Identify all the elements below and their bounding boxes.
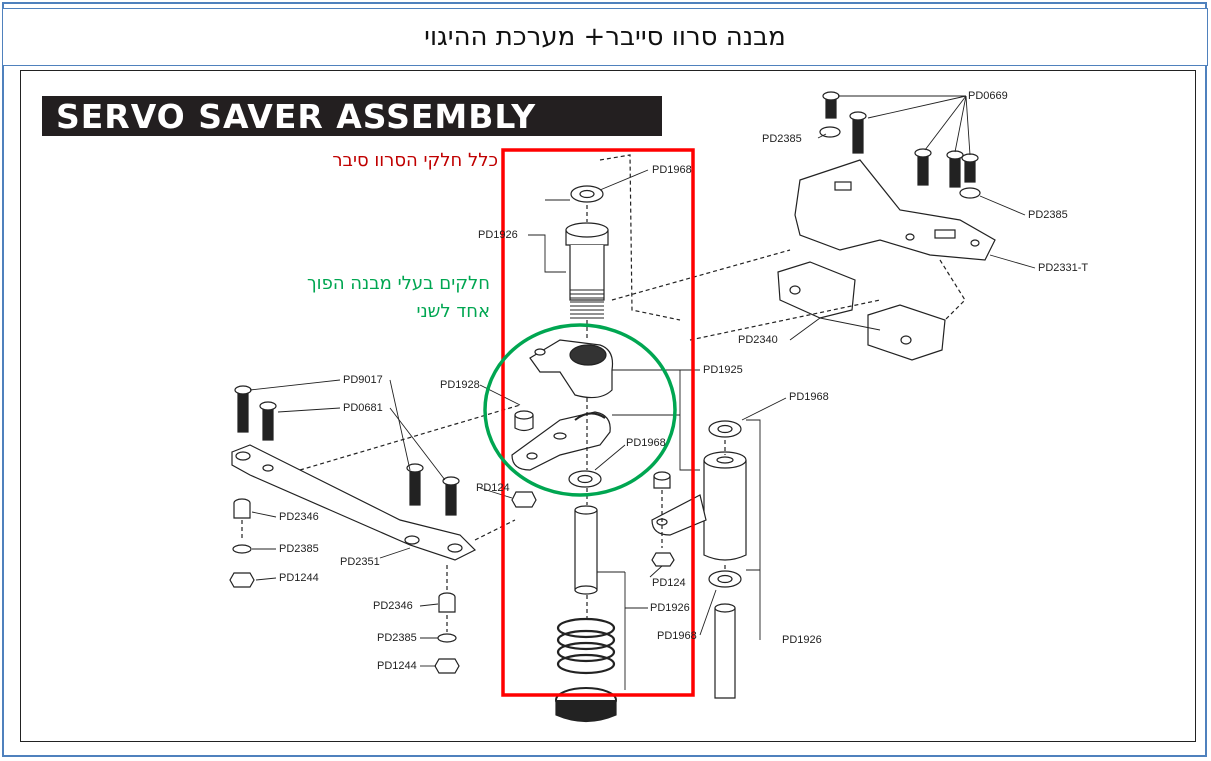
part-label: PD124 [652,577,686,589]
annotation-green-line1: חלקים בעלי מבנה הפוך [307,273,490,294]
part-label: PD1968 [652,164,692,176]
washer-left-b [437,633,457,643]
mount-block-left [777,261,856,319]
part-label: PD0681 [343,402,383,414]
diagram-frame [20,70,1196,742]
part-label: PD2385 [377,632,417,644]
bearing-right-top [708,420,742,438]
washer-left-a [232,544,252,554]
part-label: PD2351 [340,556,380,568]
part-label: PD1925 [703,364,743,376]
mount-block-right [867,304,946,361]
nut-left-b [434,658,460,674]
part-label: PD1926 [478,229,518,241]
part-label: PD2340 [738,334,778,346]
spring [556,617,616,675]
part-label: PD1968 [626,437,666,449]
screw-set [822,91,979,188]
nut-right [651,552,675,567]
sleeve-right [703,460,747,561]
part-label: PD0669 [968,90,1008,102]
part-label: PD2385 [1028,209,1068,221]
part-label: PD1244 [377,660,417,672]
assembly-banner: SERVO SAVER ASSEMBLY [42,96,662,136]
bearing-right-bottom [708,570,742,588]
part-label: PD9017 [343,374,383,386]
annotation-red: כלל חלקי הסרוו סיבר [332,150,498,171]
pin-right [714,608,736,699]
part-label: PD1926 [650,602,690,614]
part-label: PD1928 [440,379,480,391]
part-label: PD1926 [782,634,822,646]
part-label: PD2385 [279,543,319,555]
part-label: PD2331-T [1038,262,1089,274]
highlight-red-box [501,148,695,697]
part-label: PD1244 [279,572,319,584]
bushing-right [653,471,671,481]
annotation-green: חלקים בעלי מבנה הפוך אחד לשני [240,270,490,326]
nut-left [511,491,537,508]
banner-text: SERVO SAVER ASSEMBLY [56,96,537,136]
part-label: PD2346 [279,511,319,523]
part-label: PD1968 [657,630,697,642]
steering-link [231,444,477,561]
annotation-green-line2: אחד לשני [416,301,490,322]
highlight-green-circle [483,323,677,497]
washer-right-2 [959,187,981,199]
part-label: PD124 [476,482,510,494]
part-label: PD2346 [373,600,413,612]
bushing-small [514,410,534,420]
steering-arm-right [651,494,707,536]
lower-horn [511,411,611,471]
part-label: PD1968 [789,391,829,403]
title-box: מבנה סרוו סייבר+ מערכת ההיגוי [2,8,1208,66]
washer-mid [568,470,602,488]
washer-top [570,185,604,203]
nut-left-a [229,572,255,588]
long-pin [574,510,598,591]
part-label: PD2385 [762,133,802,145]
page-title: מבנה סרוו סייבר+ מערכת ההיגוי [424,22,786,52]
